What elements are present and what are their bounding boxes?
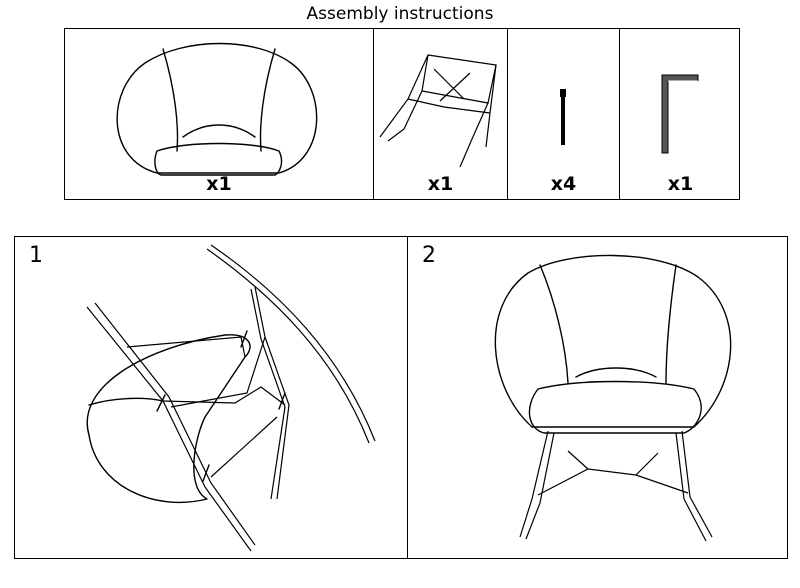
parts-list: x1 x1 x4 x1 bbox=[64, 28, 740, 200]
attach-frame-to-seat-icon bbox=[86, 244, 376, 552]
part-qty-frame: x1 bbox=[427, 173, 454, 195]
part-cell-bolt: x4 bbox=[507, 29, 619, 199]
bolt-icon bbox=[560, 89, 566, 145]
page-title: Assembly instructions bbox=[306, 4, 494, 24]
part-cell-seat: x1 bbox=[65, 29, 373, 199]
chair-seat-icon bbox=[116, 42, 318, 176]
step-1: 1 bbox=[15, 237, 407, 558]
allen-key-icon bbox=[661, 74, 699, 154]
part-qty-bolt: x4 bbox=[550, 173, 577, 195]
part-qty-seat: x1 bbox=[206, 173, 232, 195]
assembled-rocking-chair-icon bbox=[494, 254, 732, 542]
step-2: 2 bbox=[407, 237, 789, 558]
part-qty-allen-key: x1 bbox=[667, 173, 694, 195]
part-cell-frame: x1 bbox=[373, 29, 507, 199]
assembly-steps: 1 2 bbox=[14, 236, 788, 559]
part-cell-allen-key: x1 bbox=[619, 29, 741, 199]
chair-frame-icon bbox=[379, 54, 497, 168]
step-number: 2 bbox=[422, 243, 436, 268]
step-number: 1 bbox=[29, 243, 43, 268]
